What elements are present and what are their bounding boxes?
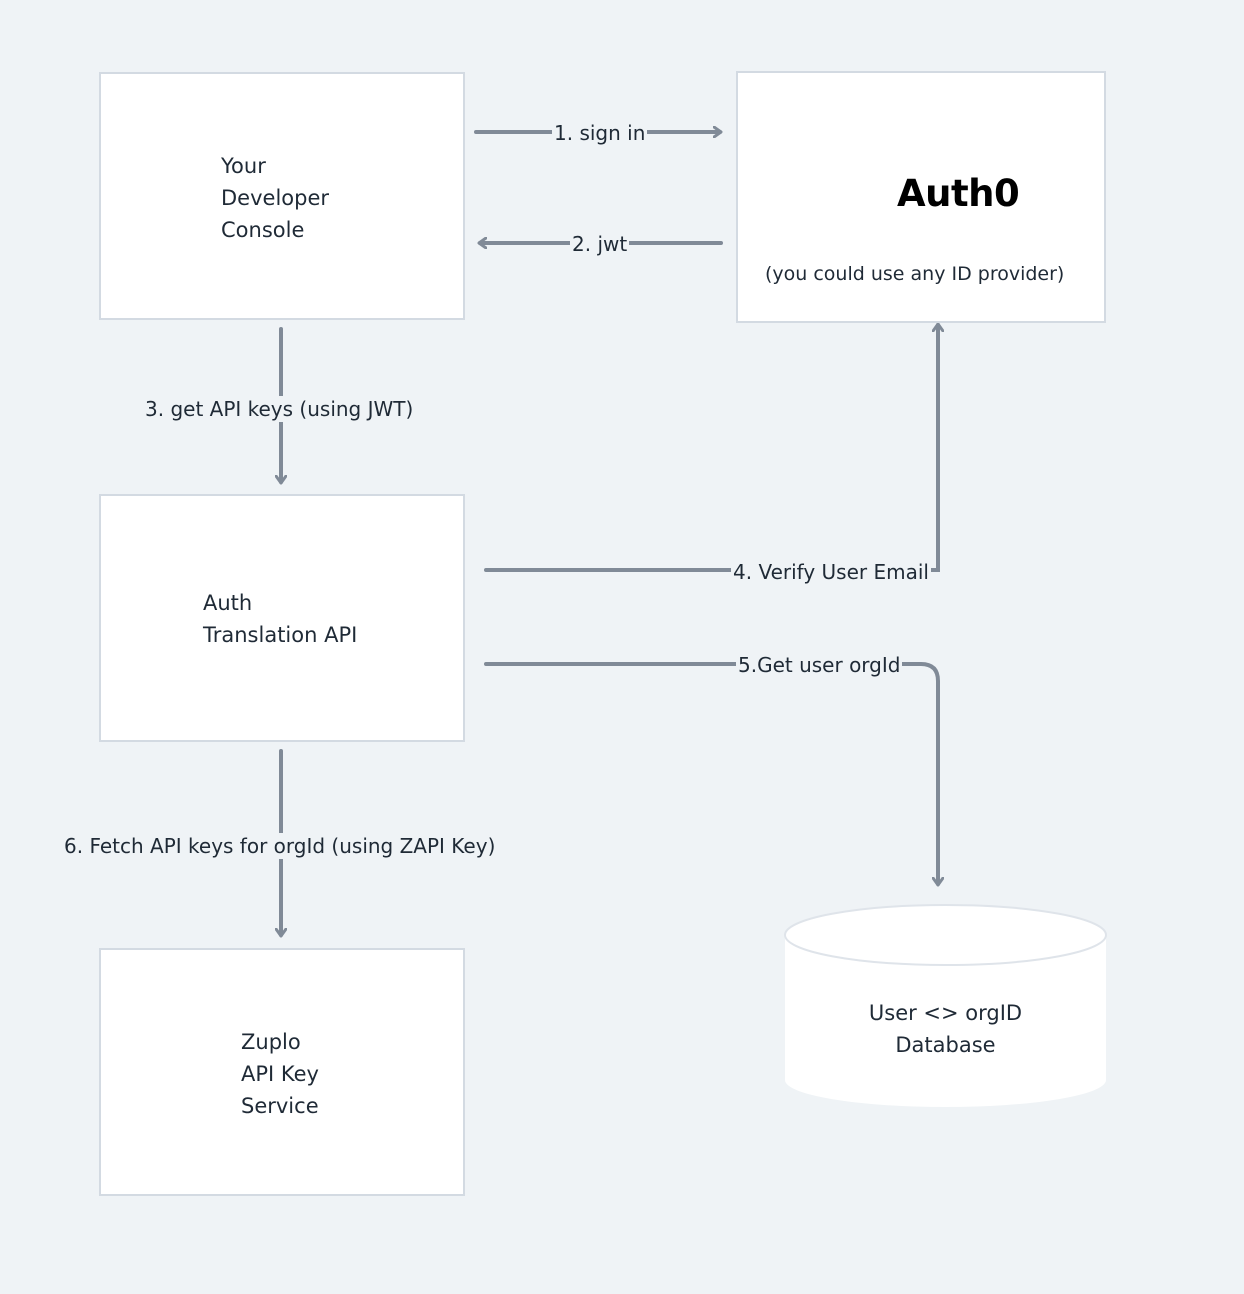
database-label: User <> orgID Database (868, 1001, 1023, 1057)
auth0-box (736, 71, 1106, 323)
database-cylinder (784, 904, 1107, 1107)
auth0-subtitle: (you could use any ID provider) (765, 263, 1065, 285)
edge-label-get-org-id: 5.Get user orgId (736, 652, 903, 678)
translation-api-box (99, 494, 465, 742)
zuplo-box (99, 948, 465, 1196)
auth0-logo-text: Auth0 (897, 172, 1020, 215)
edge-label-verify-email: 4. Verify User Email (731, 559, 931, 585)
edge-label-get-api-keys: 3. get API keys (using JWT) (143, 396, 416, 422)
arrow-verify-email (484, 325, 938, 572)
arrow-get-org-id (484, 662, 938, 884)
edge-label-jwt: 2. jwt (570, 231, 630, 257)
edge-label-sign-in: 1. sign in (552, 120, 648, 146)
translation-api-label: Auth Translation API (203, 591, 358, 647)
developer-console-box (99, 72, 465, 320)
developer-console-label: Your Developer Console (221, 154, 330, 242)
edge-label-fetch-keys: 6. Fetch API keys for orgId (using ZAPI … (62, 833, 498, 859)
zuplo-label: Zuplo API Key Service (241, 1030, 319, 1118)
